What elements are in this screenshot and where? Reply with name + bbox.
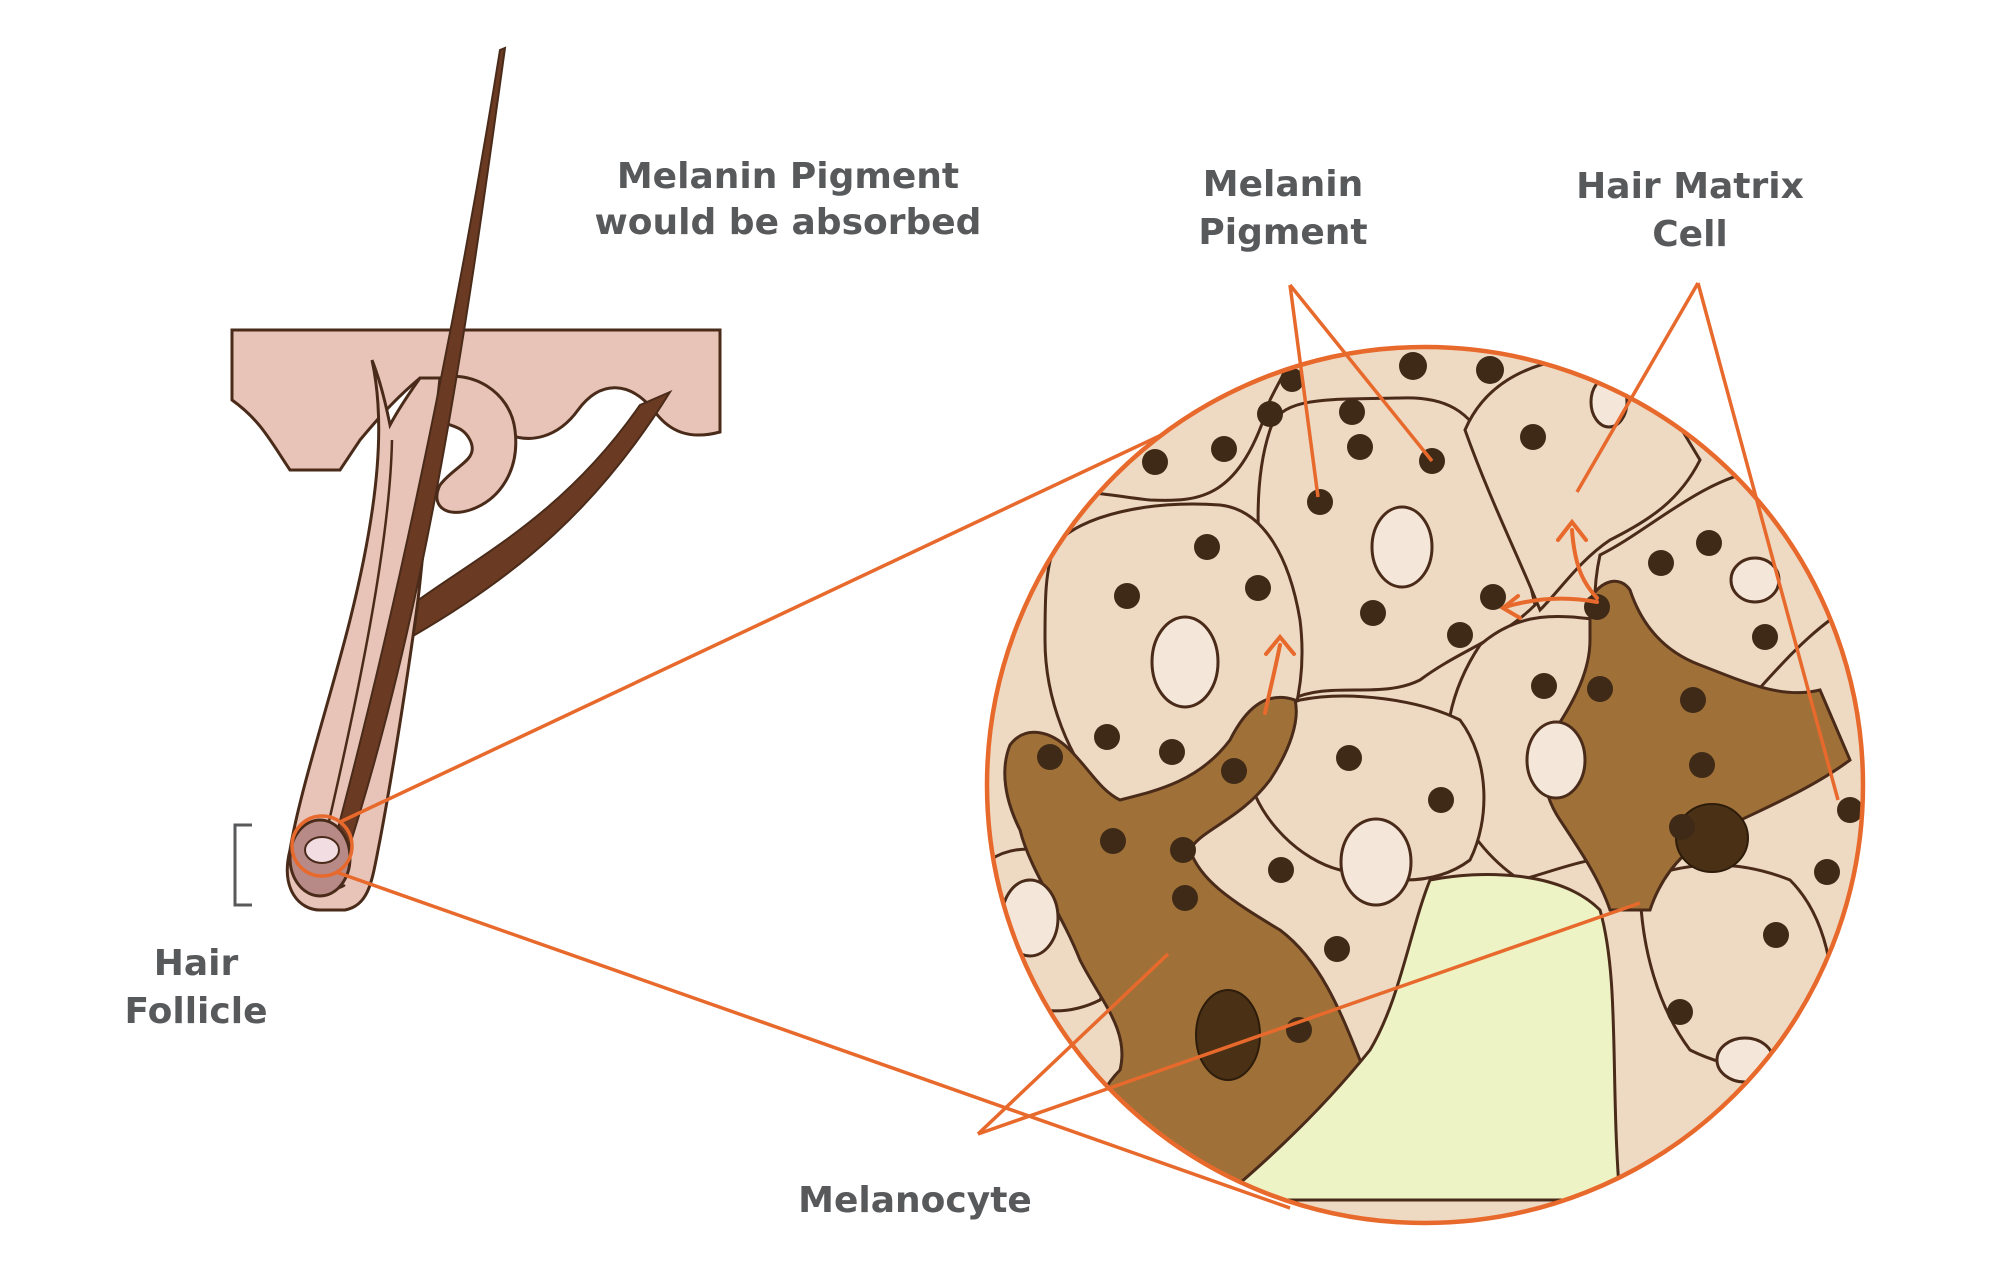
transfer-arrows: [1263, 518, 1599, 715]
matrix-label-line2: Cell: [1652, 214, 1728, 255]
zoom-connector-top: [339, 370, 1296, 824]
pigment-granules: [1037, 352, 1863, 1043]
dermal-papilla: [304, 836, 340, 864]
sebaceous-gland: [435, 374, 518, 514]
zoom-source-marker: [290, 814, 354, 878]
matrix-leader: [1696, 282, 1840, 801]
nucleus: [1729, 556, 1781, 604]
nucleus: [1589, 375, 1629, 429]
follicle-label-line1: Hair: [154, 943, 239, 984]
melanocyte-nucleus: [1195, 989, 1261, 1081]
absorbed-label-line1: Melanin Pigment: [617, 156, 959, 197]
nucleus: [1370, 505, 1434, 589]
pigment-leader: [1288, 284, 1320, 498]
arrector-muscle: [400, 389, 673, 642]
follicle-label-line2: Follicle: [125, 991, 268, 1032]
leader-lines: [976, 282, 1840, 1136]
pigment-label-line1: Melanin: [1203, 164, 1363, 205]
nucleus: [1150, 615, 1220, 709]
nucleus: [1339, 817, 1413, 907]
pigment-leader: [1288, 283, 1434, 463]
matrix-leader: [1575, 282, 1700, 493]
absorbed-label-line2: would be absorbed: [595, 202, 982, 243]
magnified-cells: [987, 347, 1863, 1223]
transfer-arrow-head: [1264, 633, 1296, 656]
melanocyte-label: Melanocyte: [798, 1180, 1032, 1221]
zoom-connector-bottom: [335, 870, 1291, 1210]
matrix-label-line1: Hair Matrix: [1576, 166, 1804, 207]
melanocyte-leader: [976, 952, 1170, 1136]
pigment-label-line2: Pigment: [1198, 212, 1367, 253]
transfer-arrow-head: [1556, 518, 1588, 542]
follicle-sheath: [285, 359, 442, 912]
transfer-arrow: [1570, 528, 1599, 600]
cell-nuclei: [1000, 375, 1781, 1084]
melanocyte-leader: [977, 901, 1641, 1136]
nucleus: [1525, 720, 1587, 800]
follicle-bracket: [233, 823, 252, 907]
melanocyte-cell: [1003, 695, 1410, 1202]
transfer-arrow: [1503, 596, 1599, 609]
nucleus: [1000, 878, 1060, 958]
zoom-circle: [984, 344, 1866, 1226]
transfer-arrow: [1263, 643, 1282, 715]
follicle-illustration: [230, 46, 722, 912]
transfer-arrow-head: [1499, 594, 1522, 620]
